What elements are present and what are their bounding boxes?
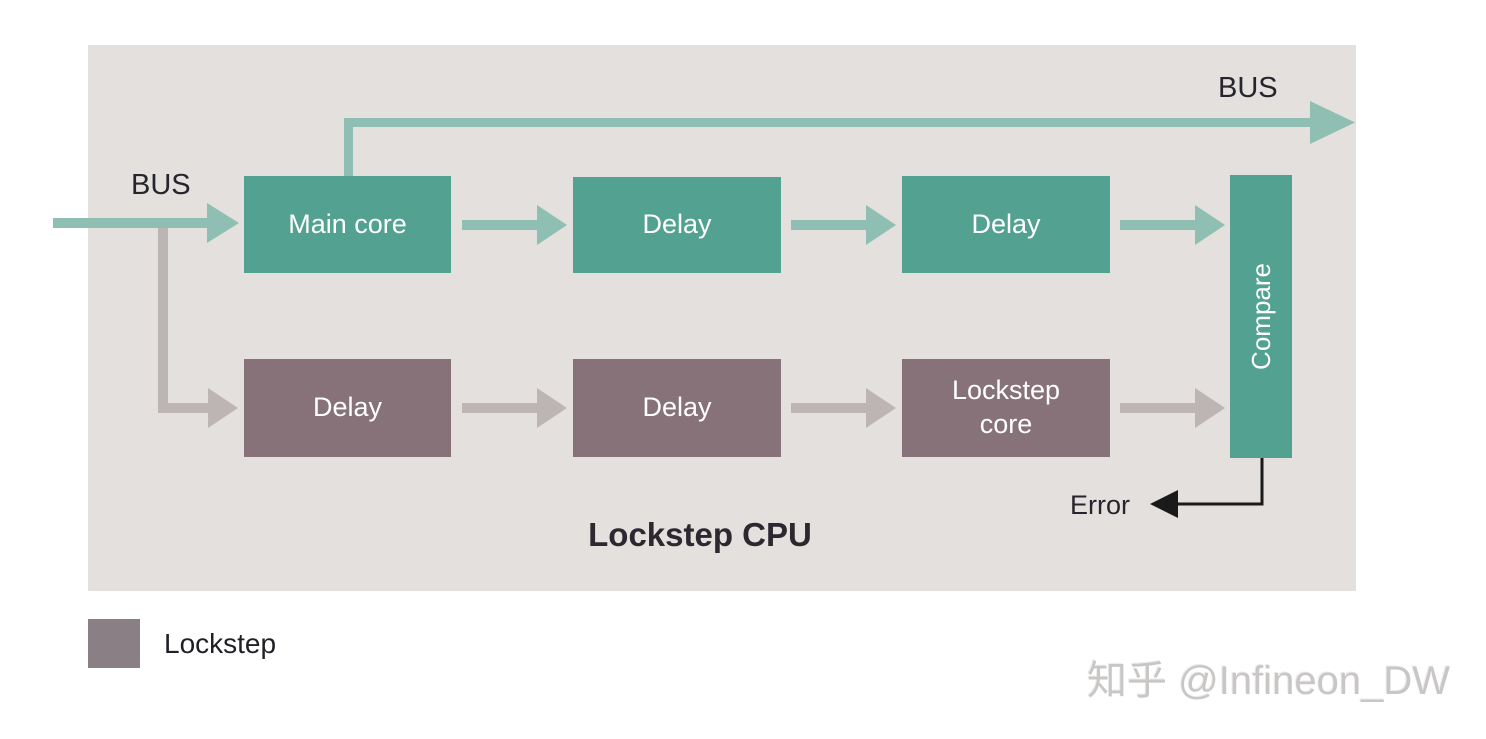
lockstep-core-block: Lockstep core <box>902 359 1110 457</box>
legend-lockstep-label: Lockstep <box>164 627 277 659</box>
lockstep-core-label: Lockstep core <box>951 375 1061 439</box>
diagram-title: Lockstep CPU <box>588 516 812 553</box>
compare-block: Compare <box>1230 175 1292 458</box>
delay-label: Delay <box>642 209 712 240</box>
delay-block-lockstep-2: Delay <box>573 359 781 457</box>
bus-label-top: BUS <box>1218 72 1278 104</box>
delay-block-lockstep-1: Delay <box>244 359 451 457</box>
compare-label: Compare <box>1245 263 1276 370</box>
delay-block-main-1: Delay <box>573 177 781 273</box>
watermark: 知乎 @Infineon_DW <box>1087 659 1450 703</box>
delay-label: Delay <box>971 208 1041 239</box>
delay-label: Delay <box>312 392 383 423</box>
delay-label: Delay <box>642 392 712 423</box>
legend-lockstep-swatch <box>88 619 140 668</box>
legend: Lockstep <box>88 619 276 668</box>
cpu-panel <box>88 45 1356 591</box>
delay-block-main-2: Delay <box>902 176 1110 273</box>
error-label: Error <box>1070 490 1130 520</box>
main-core-block: Main core <box>244 176 451 273</box>
main-core-label: Main core <box>288 208 407 239</box>
bus-label-left: BUS <box>131 169 191 201</box>
